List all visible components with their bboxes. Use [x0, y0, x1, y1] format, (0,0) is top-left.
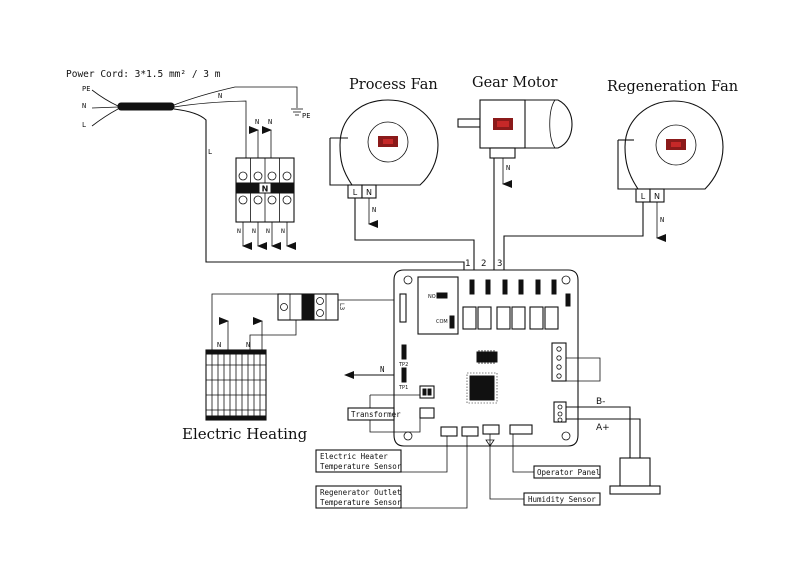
- regen-sensor-line-1: Regenerator Outlet: [320, 488, 401, 497]
- electric-heating-title: Electric Heating: [182, 425, 308, 443]
- ground-pe-label: PE: [302, 112, 310, 120]
- operator-panel-label: Operator Panel: [537, 468, 600, 477]
- breaker-out-n-1: N: [237, 227, 241, 235]
- power-cord: Power Cord: 3*1.5 mm² / 3 m PE N L N L P…: [66, 69, 465, 285]
- l3-label: L3: [338, 303, 345, 310]
- heater-sensor-line-2: Temperature Sensor: [320, 462, 402, 471]
- breaker-top-n-right: N: [268, 118, 272, 126]
- b-minus-label: B-: [596, 397, 605, 407]
- wire-n-label: N: [218, 92, 222, 100]
- breaker-top-n-left: N: [255, 118, 259, 126]
- humidity-sensor: Humidity Sensor: [485, 434, 601, 506]
- channel-1-label: 1: [465, 259, 470, 269]
- process-fan-n: N: [366, 188, 372, 197]
- breaker-out-n-4: N: [281, 227, 285, 235]
- cord-pe-label: PE: [82, 85, 90, 93]
- a-plus-label: A+: [596, 423, 610, 433]
- heater-sensor-line-1: Electric Heater: [320, 452, 388, 461]
- regeneration-fan: Regeneration Fan L N N: [503, 79, 738, 285]
- regen-fan-out-n: N: [660, 216, 664, 224]
- heater-top-n-1: N: [217, 341, 221, 349]
- process-fan-out-n: N: [372, 206, 376, 214]
- cord-l-label: L: [82, 121, 86, 129]
- wire-l-label: L: [208, 148, 212, 156]
- cord-n-label: N: [82, 102, 86, 110]
- heater-contactor: L3: [211, 293, 394, 350]
- control-board: 1 2 3 NO COM: [344, 259, 601, 447]
- cord-sheath: [117, 102, 175, 111]
- heater-elements: [206, 352, 266, 418]
- electric-heating: N N Electric Heating: [182, 341, 308, 443]
- regen-sensor-line-2: Temperature Sensor: [320, 498, 402, 507]
- transformer-label: Transformer: [351, 410, 401, 419]
- circuit-breaker: N N N N N N N: [235, 118, 296, 250]
- process-fan-l: L: [353, 188, 358, 197]
- relay-com-label: COM: [436, 319, 448, 325]
- channel-3-label: 3: [497, 259, 502, 269]
- transformer: Transformer: [347, 394, 421, 433]
- microcontroller-chip: [466, 372, 498, 404]
- regen-fan-l: L: [641, 192, 646, 201]
- chip-small: [476, 350, 498, 364]
- gear-motor-title: Gear Motor: [472, 75, 557, 91]
- process-fan: Process Fan L N N: [329, 77, 475, 285]
- breaker-out-n-3: N: [266, 227, 270, 235]
- gear-motor: Gear Motor N: [457, 75, 573, 285]
- relay-no-label: NO: [428, 294, 436, 300]
- heater-temperature-sensor: Electric Heater Temperature Sensor: [315, 436, 448, 473]
- regenerator-temperature-sensor: Regenerator Outlet Temperature Sensor: [315, 436, 468, 509]
- gear-motor-out-n: N: [506, 164, 510, 172]
- process-fan-title: Process Fan: [349, 77, 438, 93]
- top-connectors: [469, 279, 571, 307]
- breaker-out-n-2: N: [252, 227, 256, 235]
- breaker-center-n: N: [262, 185, 269, 194]
- relay-row: [462, 306, 559, 330]
- ground-icon: [291, 108, 303, 116]
- heater-top-n-2: N: [246, 341, 250, 349]
- rs485-device: B- A+: [566, 397, 661, 495]
- power-cord-title: Power Cord: 3*1.5 mm² / 3 m: [66, 69, 221, 80]
- board-n-out-label: N: [380, 365, 385, 374]
- regen-fan-title: Regeneration Fan: [607, 79, 738, 95]
- humidity-sensor-label: Humidity Sensor: [528, 495, 596, 504]
- operator-panel: Operator Panel: [512, 434, 601, 479]
- channel-2-label: 2: [481, 259, 486, 269]
- regen-fan-n: N: [654, 192, 660, 201]
- tp2-label: TP2: [398, 362, 408, 368]
- tp1-label: TP1: [398, 385, 408, 391]
